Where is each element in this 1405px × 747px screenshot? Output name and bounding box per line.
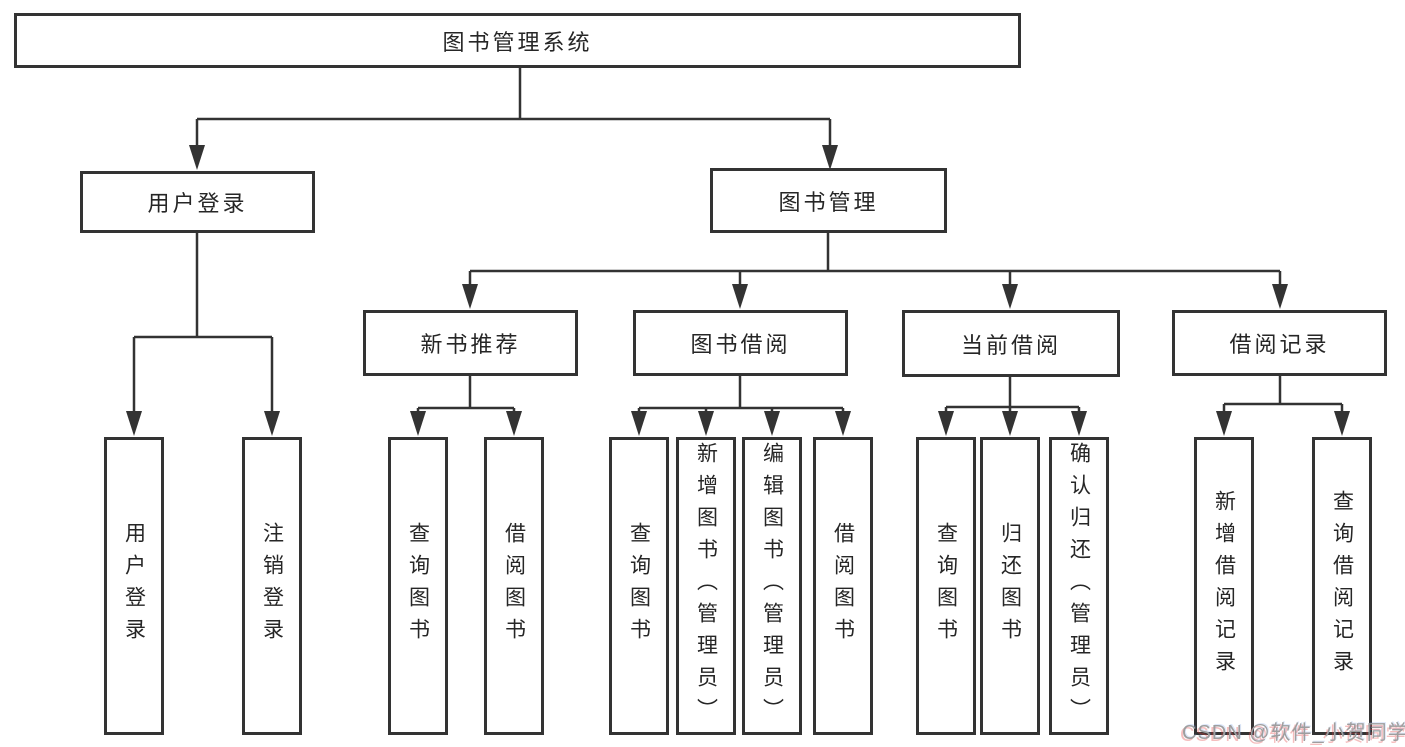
arrow-down-icon [1216,411,1232,436]
leaf-confirm-return-admin: 确认归还（管理员） [1049,437,1109,735]
node-book-management: 图书管理 [710,168,947,233]
leaf-query-borrow-record: 查询借阅记录 [1312,437,1372,735]
node-borrow-records: 借阅记录 [1172,310,1387,376]
arrow-down-icon [835,411,851,436]
arrow-down-icon [1334,411,1350,436]
leaf-query-books-borrow: 查询图书 [609,437,669,735]
leaf-edit-books-admin: 编辑图书（管理员） [742,437,802,735]
arrow-down-icon [462,284,478,309]
arrow-down-icon [1272,284,1288,309]
arrow-down-icon [732,284,748,309]
arrow-down-icon [506,411,522,436]
node-book-borrow: 图书借阅 [633,310,848,376]
arrow-down-icon [698,411,714,436]
arrow-down-icon [822,145,838,170]
node-current-borrow: 当前借阅 [902,310,1120,377]
arrow-down-icon [938,411,954,436]
leaf-borrow-books: 借阅图书 [813,437,873,735]
arrow-down-icon [1002,411,1018,436]
leaf-borrow-books-recommend: 借阅图书 [484,437,544,735]
leaf-logout: 注销登录 [242,437,302,735]
leaf-query-books-recommend: 查询图书 [388,437,448,735]
arrow-down-icon [189,145,205,170]
node-new-book-recommend: 新书推荐 [363,310,578,376]
arrow-down-icon [631,411,647,436]
leaf-add-books-admin: 新增图书（管理员） [676,437,736,735]
arrow-down-icon [1002,284,1018,309]
leaf-return-books: 归还图书 [980,437,1040,735]
leaf-add-borrow-record: 新增借阅记录 [1194,437,1254,735]
arrow-down-icon [764,411,780,436]
arrow-down-icon [126,411,142,436]
leaf-query-books-current: 查询图书 [916,437,976,735]
csdn-watermark: CSDN @软件_小贺同学 [1182,722,1405,744]
node-user-login: 用户登录 [80,171,315,233]
arrow-down-icon [410,411,426,436]
arrowhead-icons [126,145,1350,436]
node-root-system: 图书管理系统 [14,13,1021,68]
arrow-down-icon [264,411,280,436]
arrow-down-icon [1071,411,1087,436]
leaf-user-login: 用户登录 [104,437,164,735]
